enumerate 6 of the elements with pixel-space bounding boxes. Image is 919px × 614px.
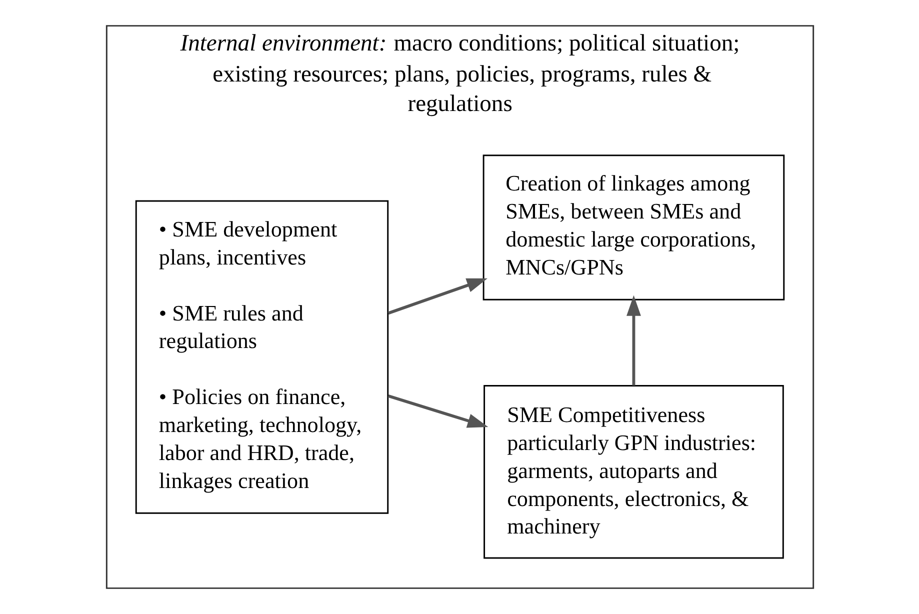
node-box: • SME development plans, incentives • SME rules and regulations • Policies on finance, marketing, technology, labor and HRD, trade, linkages creation	[134, 200, 388, 514]
node-box: SME Competitiveness particularly GPN industries: garments, autoparts and components, electronics, & machinery	[483, 385, 784, 559]
arrow	[626, 295, 640, 386]
arrow	[387, 278, 487, 315]
arrow	[387, 394, 488, 428]
node-box: Creation of linkages among SMEs, between SMEs and domestic large corporations, MNCs/GPNs	[482, 154, 784, 300]
